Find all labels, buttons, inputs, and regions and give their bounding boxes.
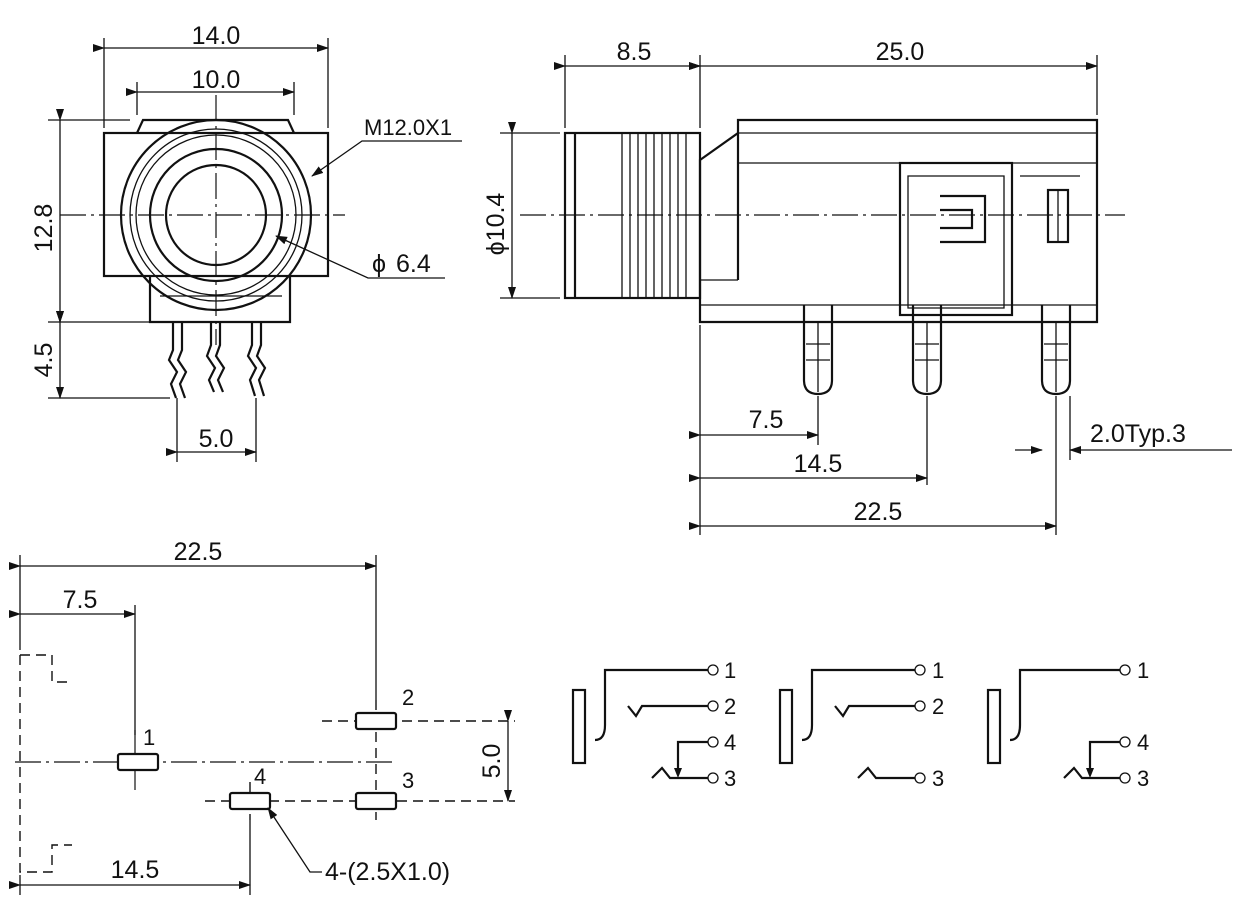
footprint: 1 2 3 4 22.5 7.5 14.5 5.0 4-(2.5X1.0) xyxy=(9,538,515,895)
s3-term-4: 4 xyxy=(1137,730,1149,755)
dim-pin-pitch-label: 5.0 xyxy=(199,425,234,453)
schematic-1: 1 2 4 3 xyxy=(571,658,736,791)
s1-term-3: 3 xyxy=(724,766,736,791)
side-pin-3 xyxy=(1040,305,1072,396)
pad-3-number: 3 xyxy=(402,768,414,793)
dim-diameter-label: ϕ10.4 xyxy=(482,193,510,256)
side-body xyxy=(698,118,1099,324)
pad-4-number: 4 xyxy=(254,764,266,789)
side-view: 8.5 25.0 ϕ10.4 7.5 14.5 22.5 2.0Typ.3 xyxy=(482,38,1232,535)
dim-pin3-label: 22.5 xyxy=(854,498,903,526)
pad-3 xyxy=(354,791,398,811)
dim-pin-width-label: 2.0Typ.3 xyxy=(1090,420,1186,448)
pad-1-number: 1 xyxy=(143,725,155,750)
side-pin-2 xyxy=(911,305,943,396)
dim-front-label: 8.5 xyxy=(617,38,652,66)
front-pin-left xyxy=(167,322,188,399)
s3-term-1: 1 xyxy=(1137,658,1149,683)
dim-pins-label: 4.5 xyxy=(30,343,58,378)
dim-inner-label: 10.0 xyxy=(192,66,241,94)
fp-dim-second-label: 14.5 xyxy=(111,856,160,884)
pad-4 xyxy=(228,791,272,811)
front-view: 14.0 10.0 12.8 4.5 5.0 M12.0X1 ϕ 6.4 xyxy=(30,22,462,462)
dim-body-label: 25.0 xyxy=(876,38,925,66)
s2-term-1: 1 xyxy=(932,658,944,683)
footprint-outline xyxy=(19,654,72,873)
hole-label: 6.4 xyxy=(396,250,431,278)
dim-width-label: 14.0 xyxy=(192,22,241,50)
pad-2 xyxy=(354,711,398,731)
side-pin-1 xyxy=(802,305,834,396)
hole-symbol: ϕ xyxy=(372,250,386,278)
schematic-2: 1 2 3 xyxy=(778,658,944,791)
s1-term-2: 2 xyxy=(724,694,736,719)
schematic-3: 1 4 3 xyxy=(986,658,1149,791)
dim-pin2-label: 14.5 xyxy=(794,450,843,478)
contact-housing xyxy=(898,161,1014,317)
pad-1 xyxy=(116,752,160,772)
s3-term-3: 3 xyxy=(1137,766,1149,791)
s2-term-3: 3 xyxy=(932,766,944,791)
pad-note: 4-(2.5X1.0) xyxy=(325,858,450,886)
s2-term-2: 2 xyxy=(932,694,944,719)
front-pin-right xyxy=(246,322,267,397)
dim-height-label: 12.8 xyxy=(30,204,58,253)
s1-term-1: 1 xyxy=(724,658,736,683)
thread-label: M12.0X1 xyxy=(364,115,452,140)
fp-dim-row-label: 5.0 xyxy=(478,744,506,779)
fp-dim-first-label: 7.5 xyxy=(63,586,98,614)
dim-pin1-label: 7.5 xyxy=(749,406,784,434)
pad-2-number: 2 xyxy=(402,685,414,710)
s1-term-4: 4 xyxy=(724,730,736,755)
fp-dim-total-label: 22.5 xyxy=(174,538,223,566)
front-pin-mid xyxy=(205,322,226,393)
